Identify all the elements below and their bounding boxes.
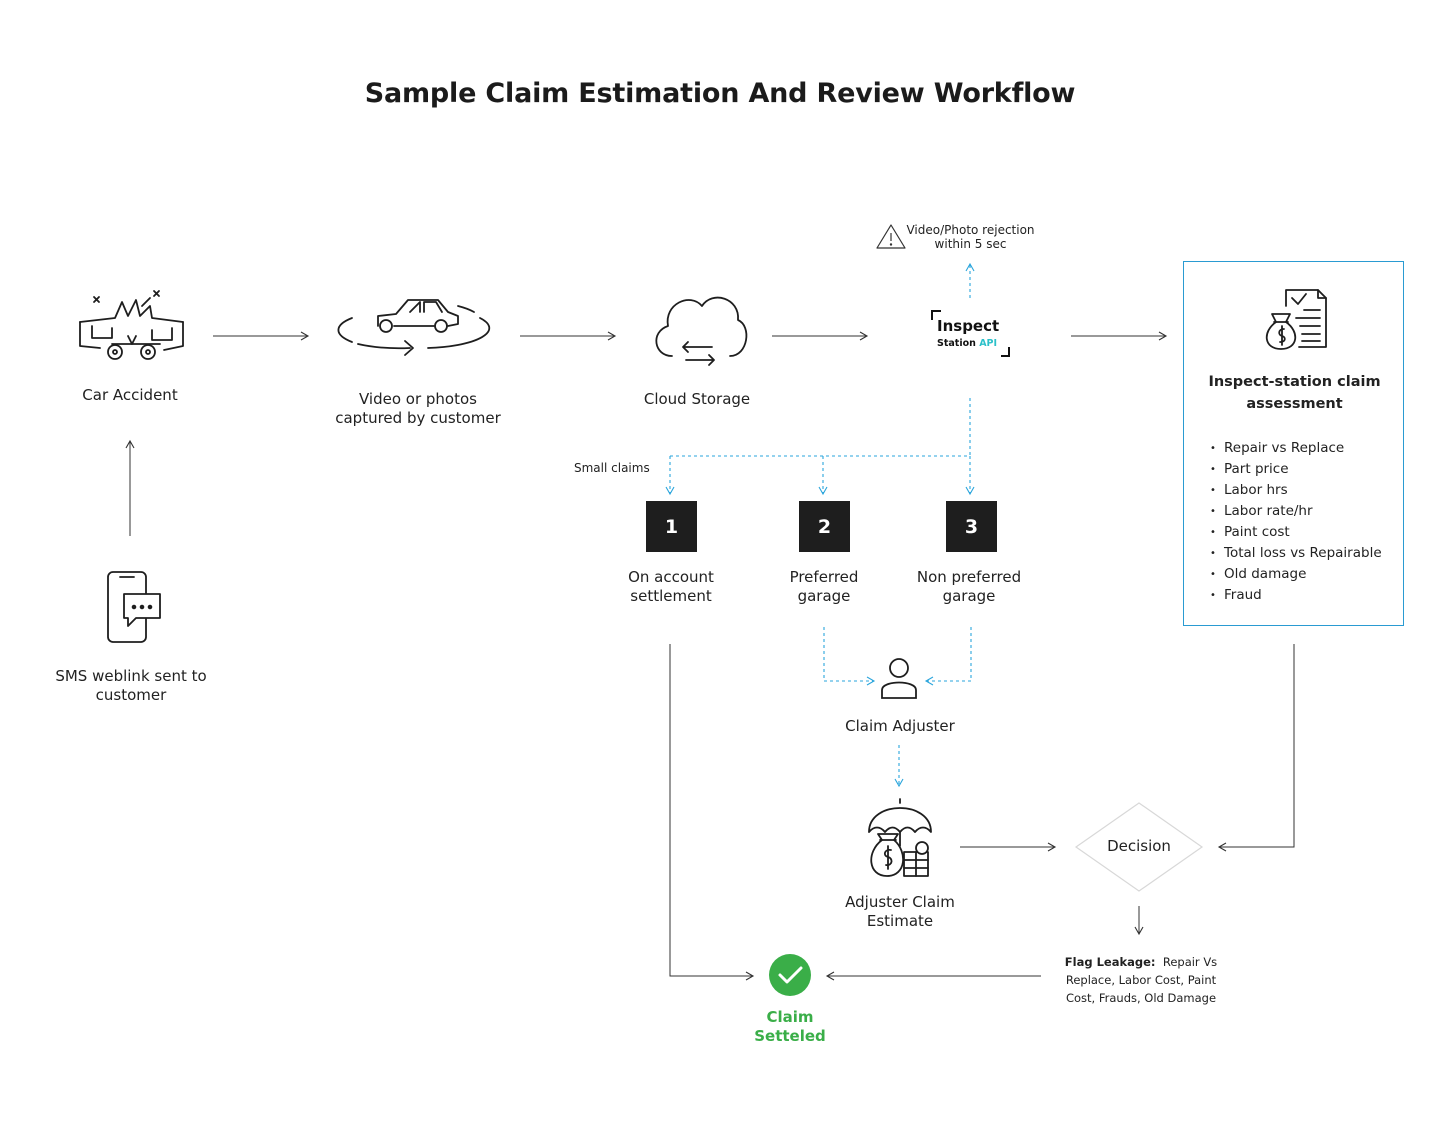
claim-settled-line2: Setteled <box>754 1027 826 1045</box>
arrow-assessment-to-decision <box>1217 644 1295 852</box>
rejection-note-line2: within 5 sec <box>934 237 1007 251</box>
adjuster-claim-estimate-label: Adjuster Claim Estimate <box>820 893 980 931</box>
adjuster-claim-estimate-line2: Estimate <box>866 912 934 930</box>
inspect-logo-subtext: Station API <box>937 338 997 349</box>
claim-adjuster-label: Claim Adjuster <box>845 717 955 735</box>
on-account-settlement-line1: On account <box>628 568 714 586</box>
on-account-settlement-label: On account settlement <box>601 568 741 606</box>
cloud-sync-icon <box>655 296 748 366</box>
rejection-note-line1: Video/Photo rejection <box>906 223 1035 237</box>
flag-leakage-line2: Replace, Labor Cost, Paint <box>1065 973 1217 987</box>
assessment-item: Total loss vs Repairable <box>1210 543 1382 564</box>
arrow-onaccount-to-settled <box>669 644 755 981</box>
flag-leakage-text1: Repair Vs <box>1162 955 1218 969</box>
on-account-settlement-line2: settlement <box>630 587 712 605</box>
option-2-badge: 2 <box>799 501 850 552</box>
insurance-umbrella-money-icon <box>868 798 932 877</box>
non-preferred-garage-line1: Non preferred <box>916 568 1022 586</box>
video-capture-label-line1: Video or photos <box>359 390 477 408</box>
preferred-garage-line2: garage <box>797 587 851 605</box>
option-1-badge: 1 <box>646 501 697 552</box>
adjuster-claim-estimate-line1: Adjuster Claim <box>845 893 955 911</box>
assessment-item: Paint cost <box>1210 522 1382 543</box>
flag-leakage-line1: Flag Leakage: Repair Vs <box>1052 953 1230 971</box>
assessment-item: Old damage <box>1210 564 1382 585</box>
sms-weblink-label-line1: SMS weblink sent to <box>55 667 207 685</box>
option-3-badge: 3 <box>946 501 997 552</box>
person-icon <box>881 658 917 699</box>
assessment-item: Repair vs Replace <box>1210 438 1382 459</box>
assessment-item: Part price <box>1210 459 1382 480</box>
car-360-capture-icon <box>337 299 491 356</box>
inspect-logo-text: Inspect <box>937 317 1000 335</box>
inspect-station-logo-icon <box>931 310 1010 357</box>
document-money-bag-icon <box>1265 289 1327 350</box>
cloud-storage-label: Cloud Storage <box>643 390 751 408</box>
preferred-garage-line1: Preferred <box>789 568 859 586</box>
assessment-item: Labor hrs <box>1210 480 1382 501</box>
warning-icon <box>876 224 906 249</box>
assessment-title-line1: Inspect-station claim <box>1208 374 1381 390</box>
flag-leakage-line3: Cost, Frauds, Old Damage <box>1065 991 1217 1005</box>
sms-weblink-label-line2: customer <box>95 686 167 704</box>
arrow-preferred-to-adjuster <box>823 627 876 686</box>
assessment-item: Fraud <box>1210 585 1382 606</box>
small-claims-label: Small claims <box>574 461 650 475</box>
assessment-panel: Inspect-station claim assessment Repair … <box>1183 261 1404 626</box>
flag-leakage-title: Flag Leakage: <box>1064 955 1156 969</box>
assessment-list: Repair vs Replace Part price Labor hrs L… <box>1210 438 1382 606</box>
check-circle-icon <box>769 954 811 996</box>
flag-leakage-note: Flag Leakage: Repair Vs Replace, Labor C… <box>1052 953 1230 1007</box>
arrow-nonpreferred-to-adjuster <box>924 627 972 686</box>
smartphone-chat-icon <box>107 571 161 643</box>
non-preferred-garage-label: Non preferred garage <box>899 568 1039 606</box>
video-capture-label: Video or photos captured by customer <box>318 390 518 428</box>
preferred-garage-label: Preferred garage <box>754 568 894 606</box>
inspect-logo-station: Station <box>937 338 976 349</box>
car-crash-icon <box>79 290 184 360</box>
decision-diamond <box>1074 802 1204 892</box>
car-accident-label: Car Accident <box>82 386 178 404</box>
claim-settled-label: Claim Setteled <box>730 1008 850 1046</box>
sms-weblink-label: SMS weblink sent to customer <box>40 667 222 705</box>
page-title: Sample Claim Estimation And Review Workf… <box>364 78 1076 109</box>
assessment-title: Inspect-station claim assessment <box>1184 371 1405 415</box>
claim-settled-line1: Claim <box>766 1008 814 1026</box>
inspect-logo-api: API <box>979 338 998 349</box>
video-capture-label-line2: captured by customer <box>335 409 501 427</box>
decision-label: Decision <box>1107 837 1171 855</box>
assessment-title-line2: assessment <box>1246 396 1343 412</box>
assessment-item: Labor rate/hr <box>1210 501 1382 522</box>
non-preferred-garage-line2: garage <box>942 587 996 605</box>
rejection-note: Video/Photo rejection within 5 sec <box>898 223 1043 251</box>
